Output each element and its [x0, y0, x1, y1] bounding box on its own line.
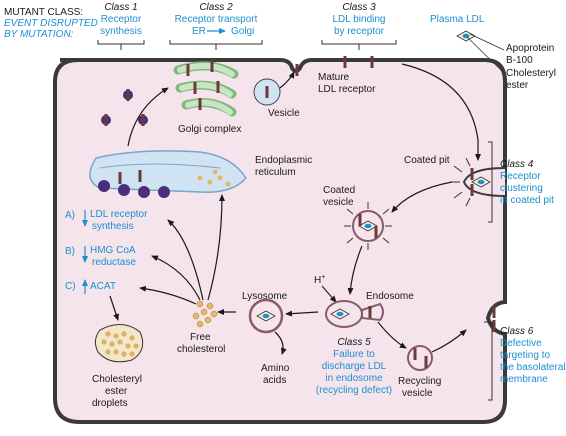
event-line-2: BY MUTATION:: [4, 29, 74, 40]
coated-vesicle-line1: Coated: [323, 185, 355, 196]
lysosome: [248, 298, 284, 334]
class-2-title: Class 2: [199, 2, 233, 13]
class-2-line1: Receptor transport: [175, 14, 258, 25]
class-6-line3: the basolateral: [500, 362, 566, 373]
reg-b-line2: reductase: [92, 257, 136, 268]
cholesteryl-ester-droplets: [94, 324, 144, 363]
class-2-er: ER: [192, 26, 206, 37]
class-3-label: Class 3 LDL binding by receptor: [321, 2, 397, 50]
class-5-line3: in endosome: [325, 373, 383, 384]
class-3-line1: LDL binding: [332, 14, 385, 25]
amino-line1: Amino: [261, 363, 290, 374]
class-3-title: Class 3: [342, 2, 376, 13]
class-1-line1: Receptor: [101, 14, 142, 25]
apoprotein-line2: B-100: [506, 55, 533, 66]
class-6-line4: membrane: [500, 374, 548, 385]
plasma-ldl-legend: Plasma LDL Apoprotein B-100 Cholesteryl …: [430, 14, 556, 91]
class-5-line1: Failure to: [333, 349, 375, 360]
coated-vesicle: [344, 202, 392, 250]
endosome: [325, 300, 384, 328]
reg-c-line1: ACAT: [90, 281, 116, 292]
er-label-line1: Endoplasmic: [255, 155, 312, 166]
cholesteryl-line2: ester: [506, 80, 529, 91]
droplets-line2: ester: [105, 386, 128, 397]
reg-b-letter: B): [65, 246, 75, 257]
class-6-title: Class 6: [500, 326, 534, 337]
free-chol-line1: Free: [190, 332, 211, 343]
class-2-golgi: Golgi: [231, 26, 254, 37]
coated-pit-label: Coated pit: [404, 155, 450, 166]
class-4-title: Class 4: [500, 159, 534, 170]
amino-line2: acids: [263, 375, 286, 386]
class-2-label: Class 2 Receptor transport ER Golgi: [169, 2, 263, 50]
er-label-line2: reticulum: [255, 167, 296, 178]
class-1-label: Class 1 Receptor synthesis: [97, 2, 145, 50]
reg-a-line1: LDL receptor: [90, 209, 148, 220]
recycling-line1: Recycling: [398, 376, 441, 387]
lysosome-label: Lysosome: [242, 291, 288, 302]
reg-c-letter: C): [65, 281, 76, 292]
ldl-particle-icon: [456, 30, 476, 42]
vesicle-label: Vesicle: [268, 108, 300, 119]
class-4-line3: in coated pit: [500, 195, 554, 206]
class-4-label: Class 4 Receptor clustering in coated pi…: [488, 141, 554, 223]
endoplasmic-reticulum: [89, 150, 247, 198]
coated-pit: [450, 157, 506, 207]
class-5-label: Class 5 Failure to discharge LDL in endo…: [316, 337, 392, 396]
regulation-c: C) ACAT: [65, 279, 116, 294]
apoprotein-line1: Apoprotein: [506, 43, 554, 54]
class-5-line4: (recycling defect): [316, 385, 392, 396]
h-plus-label: H+: [314, 274, 325, 286]
endosome-label: Endosome: [366, 291, 414, 302]
class-1-line2: synthesis: [100, 26, 142, 37]
free-chol-line2: cholesterol: [177, 344, 225, 355]
plasma-ldl-title: Plasma LDL: [430, 14, 485, 25]
droplets-line1: Cholesteryl: [92, 374, 142, 385]
droplets-line3: droplets: [92, 398, 128, 409]
class-3-line2: by receptor: [334, 26, 385, 37]
mature-line2: LDL receptor: [318, 84, 376, 95]
mature-line1: Mature: [318, 72, 350, 83]
class-6-line2: targeting to: [500, 350, 550, 361]
event-line-1: EVENT DISRUPTED: [4, 18, 98, 29]
class-4-line2: clustering: [500, 183, 543, 194]
reg-b-line1: HMG CoA: [90, 245, 136, 256]
golgi-complex: [173, 60, 239, 117]
regulation-a: A) LDL receptor synthesis: [65, 209, 148, 232]
mutant-class-label: MUTANT CLASS:: [4, 7, 83, 18]
cholesterol-regulation-arrows: [139, 194, 236, 315]
coated-vesicle-line2: vesicle: [323, 197, 354, 208]
class-4-line1: Receptor: [500, 171, 541, 182]
nascent-receptors: [101, 89, 148, 126]
reg-a-letter: A): [65, 210, 75, 221]
class-6-label: Class 6 Defective targeting to the basol…: [484, 321, 566, 401]
class-1-title: Class 1: [104, 2, 137, 13]
basolateral-receptors: [492, 306, 496, 332]
reg-a-line2: synthesis: [92, 221, 134, 232]
golgi-label: Golgi complex: [178, 124, 241, 135]
class-5-title: Class 5: [337, 337, 371, 348]
class-6-line1: Defective: [500, 338, 542, 349]
regulation-b: B) HMG CoA reductase: [65, 245, 136, 268]
recycling-vesicle: [407, 345, 433, 371]
recycling-line2: vesicle: [402, 388, 433, 399]
cholesteryl-line1: Cholesteryl: [506, 68, 556, 79]
class-5-line2: discharge LDL: [322, 361, 387, 372]
free-cholesterol-cluster: [192, 300, 218, 328]
header: MUTANT CLASS: EVENT DISRUPTED BY MUTATIO…: [4, 7, 98, 40]
